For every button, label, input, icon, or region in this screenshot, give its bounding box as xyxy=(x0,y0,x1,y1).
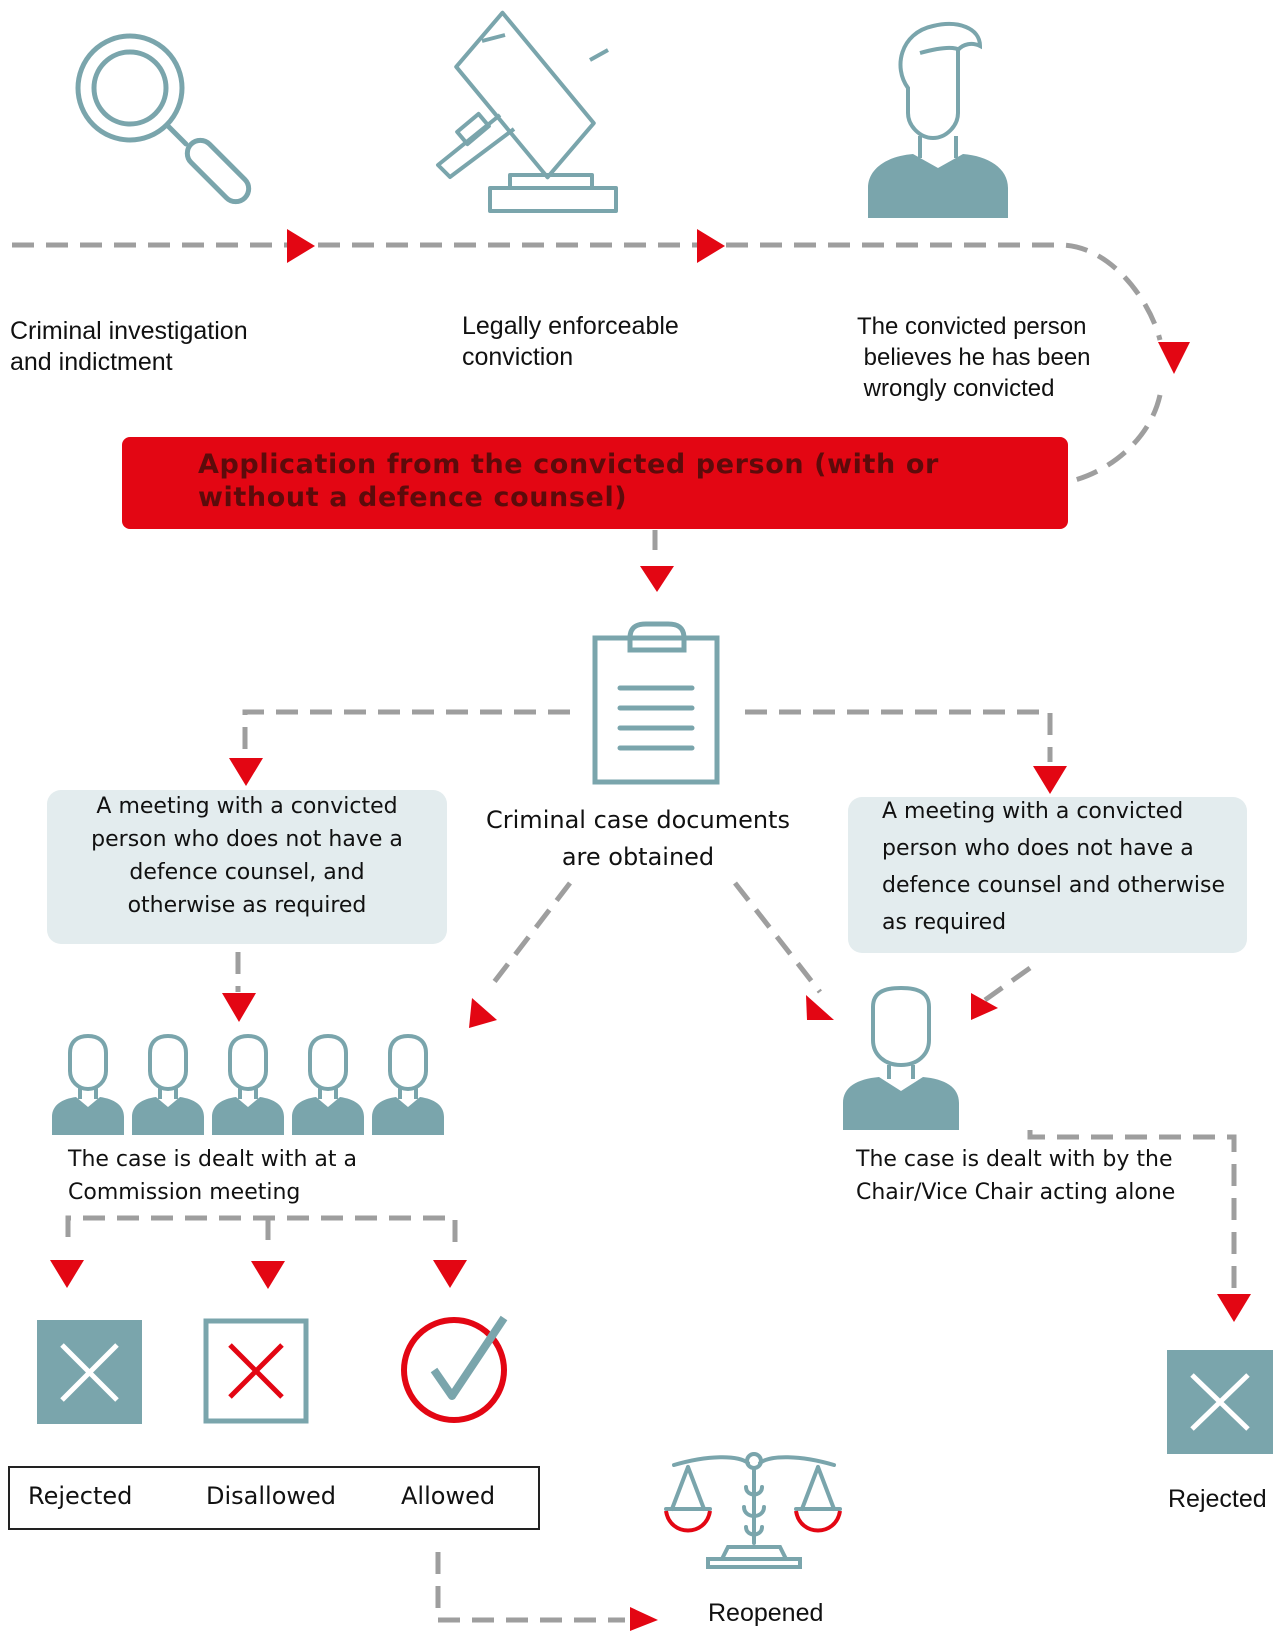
gavel-icon xyxy=(436,10,618,213)
outcomes-box xyxy=(8,1466,540,1530)
outcome-allowed: Allowed xyxy=(401,1482,496,1510)
step-conviction-line: conviction xyxy=(462,343,574,371)
documents-line: Criminal case documents xyxy=(486,806,790,834)
connector-doc-to-commission xyxy=(486,881,572,992)
connector-return xyxy=(1074,394,1163,483)
meeting-right-line: as required xyxy=(882,910,1007,935)
meeting-right-bubble xyxy=(848,797,1247,953)
meeting-right-line: defence counsel and otherwise xyxy=(882,873,1225,898)
connector-main xyxy=(12,242,1163,341)
arrow-head xyxy=(640,566,674,592)
reject-box-icon xyxy=(1167,1350,1273,1454)
chair-outcome-rejected: Rejected xyxy=(1168,1485,1267,1513)
arrow-head xyxy=(433,1260,467,1288)
arrow-head xyxy=(469,998,497,1028)
arrow-head xyxy=(630,1607,658,1631)
connector-left-branch xyxy=(242,709,570,756)
meeting-right-line: A meeting with a convicted xyxy=(882,799,1184,824)
arrow-head xyxy=(1158,342,1190,374)
final-reopened: Reopened xyxy=(708,1599,824,1627)
connector-commission-branch xyxy=(65,1215,458,1250)
allow-check-icon xyxy=(401,1315,508,1423)
connector-meeting-right xyxy=(983,965,1032,1003)
meeting-right-line: person who does not have a xyxy=(882,836,1194,861)
meeting-left-line: otherwise as required xyxy=(127,893,367,918)
people-group-icon xyxy=(50,1034,446,1137)
step-belief-line: The convicted person xyxy=(857,313,1087,340)
reject-box-icon xyxy=(37,1320,142,1424)
step-investigation-line: Criminal investigation xyxy=(10,317,248,345)
meeting-left-line: person who does not have a xyxy=(91,827,403,852)
arrow-head xyxy=(806,995,834,1020)
arrow-head xyxy=(1217,1294,1251,1322)
person-icon xyxy=(843,985,959,1130)
arrow-head xyxy=(971,993,998,1020)
arrow-head xyxy=(229,758,263,786)
disallow-box-icon xyxy=(203,1318,309,1424)
magnifier-icon xyxy=(75,33,252,205)
chair-line: The case is dealt with by the xyxy=(856,1147,1173,1172)
scales-icon xyxy=(664,1452,842,1569)
connector-to-reopened xyxy=(435,1552,625,1623)
clipboard-icon xyxy=(592,621,720,785)
arrow-head xyxy=(50,1260,84,1288)
meeting-left-bubble xyxy=(47,790,447,944)
step-belief-line: believes he has been xyxy=(857,344,1091,371)
connector-doc-to-chair xyxy=(733,881,822,994)
application-line: Application from the convicted person (w… xyxy=(198,449,939,480)
arrow-head xyxy=(287,229,315,263)
commission-line: Commission meeting xyxy=(68,1180,301,1205)
step-conviction-line: Legally enforceable xyxy=(462,312,679,340)
application-text: Application from the convicted person (w… xyxy=(198,448,1018,514)
arrow-head xyxy=(1033,766,1067,794)
chair-line: Chair/Vice Chair acting alone xyxy=(856,1180,1176,1205)
arrow-head xyxy=(222,993,256,1022)
step-belief-line: wrongly convicted xyxy=(857,375,1055,402)
application-line: without a defence counsel) xyxy=(198,482,628,513)
arrow-head xyxy=(251,1261,285,1289)
person-icon xyxy=(868,22,1008,218)
outcome-rejected: Rejected xyxy=(28,1482,133,1510)
application-box xyxy=(122,437,1068,529)
outcome-disallowed: Disallowed xyxy=(206,1482,337,1510)
connector-right-branch xyxy=(745,709,1053,762)
arrow-head xyxy=(697,229,725,263)
connector-chair-down xyxy=(1027,1130,1237,1292)
commission-line: The case is dealt with at a xyxy=(68,1147,358,1172)
documents-line: are obtained xyxy=(561,843,715,871)
meeting-left-line: defence counsel, and xyxy=(129,860,365,885)
meeting-left-line: A meeting with a convicted xyxy=(96,794,398,819)
step-investigation-line: and indictment xyxy=(10,348,173,376)
